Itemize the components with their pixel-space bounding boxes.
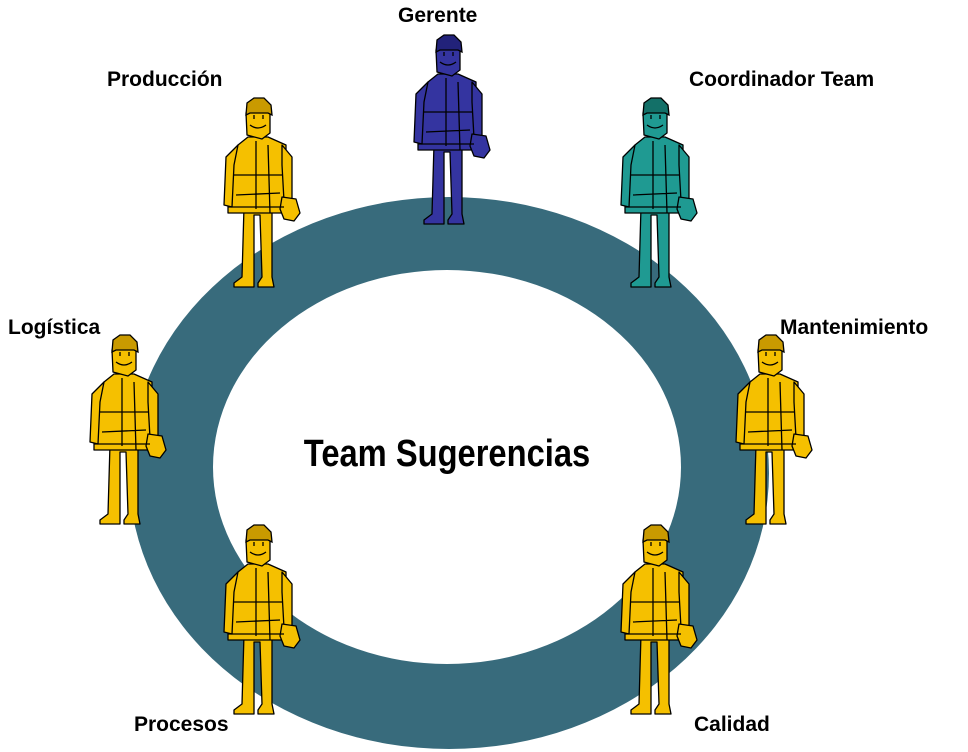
worker-figure-coordinador xyxy=(620,97,698,288)
label-calidad: Calidad xyxy=(694,713,770,736)
label-coordinador: Coordinador Team xyxy=(689,68,875,91)
worker-figure-procesos xyxy=(223,524,301,715)
center-title: Team Sugerencias xyxy=(303,433,591,475)
label-logistica: Logística xyxy=(8,316,101,339)
ring-inner xyxy=(213,270,681,664)
worker-figure-gerente xyxy=(413,34,491,225)
worker-figure-produccion xyxy=(223,97,301,288)
label-mantenimiento: Mantenimiento xyxy=(780,316,929,339)
worker-figure-mantenimiento xyxy=(735,334,813,525)
label-procesos: Procesos xyxy=(134,713,229,736)
worker-figure-calidad xyxy=(620,524,698,715)
label-gerente: Gerente xyxy=(398,4,478,27)
worker-figure-logistica xyxy=(89,334,167,525)
label-produccion: Producción xyxy=(107,68,223,91)
